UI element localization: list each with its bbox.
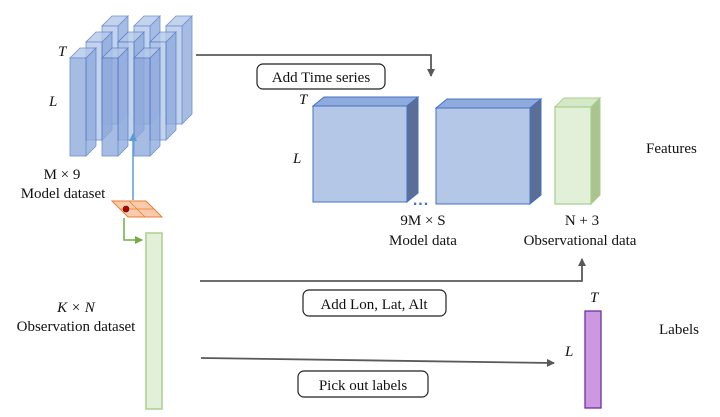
observational-data-block <box>553 96 602 206</box>
labels-bar <box>584 310 602 409</box>
model-data-size: 9M × S <box>400 213 445 229</box>
add-time-series-arrow <box>196 54 435 77</box>
location-point <box>122 205 130 213</box>
observation-dataset-caption: Observation dataset <box>17 319 137 335</box>
features-dim-t: T <box>299 92 309 108</box>
pick-out-labels-arrow <box>200 357 555 367</box>
model-dataset-size: M × 9 <box>44 167 81 183</box>
model-dataset-caption: Model dataset <box>21 186 106 202</box>
model-dim-t: T <box>58 44 68 60</box>
observation-dataset-bar <box>145 232 163 410</box>
features-dim-l: L <box>292 151 301 167</box>
features-side-label: Features <box>646 141 697 157</box>
grid-cell-marker <box>110 200 164 218</box>
labels-dim-t: T <box>590 290 600 306</box>
model-dataset-stack <box>69 15 193 157</box>
add-lon-lat-alt-box <box>302 289 447 317</box>
add-lon-lat-alt-arrow <box>200 258 586 282</box>
add-lon-lat-alt-label: Add Lon, Lat, Alt <box>320 297 428 313</box>
labels-dim-l: L <box>564 344 573 360</box>
pick-out-labels-box <box>297 370 429 398</box>
model-data-cube-1 <box>311 95 420 204</box>
model-slab-7 <box>69 47 97 157</box>
model-slab-8 <box>101 47 129 157</box>
observational-data-caption: Observational data <box>524 233 637 249</box>
model-slab-9 <box>133 47 161 157</box>
observational-data-size: N + 3 <box>565 213 599 229</box>
model-dim-l: L <box>48 94 57 110</box>
model-data-ellipsis: ... <box>413 192 429 209</box>
model-data-caption: Model data <box>389 233 457 249</box>
model-data-cube-2 <box>434 97 543 206</box>
observation-dataset-size: K × N <box>56 300 96 316</box>
labels-side-label: Labels <box>659 322 699 338</box>
add-time-series-label: Add Time series <box>272 70 371 86</box>
grid-to-observation-arrow <box>123 218 143 244</box>
add-time-series-box <box>256 63 386 90</box>
pick-out-labels-label: Pick out labels <box>319 378 407 394</box>
